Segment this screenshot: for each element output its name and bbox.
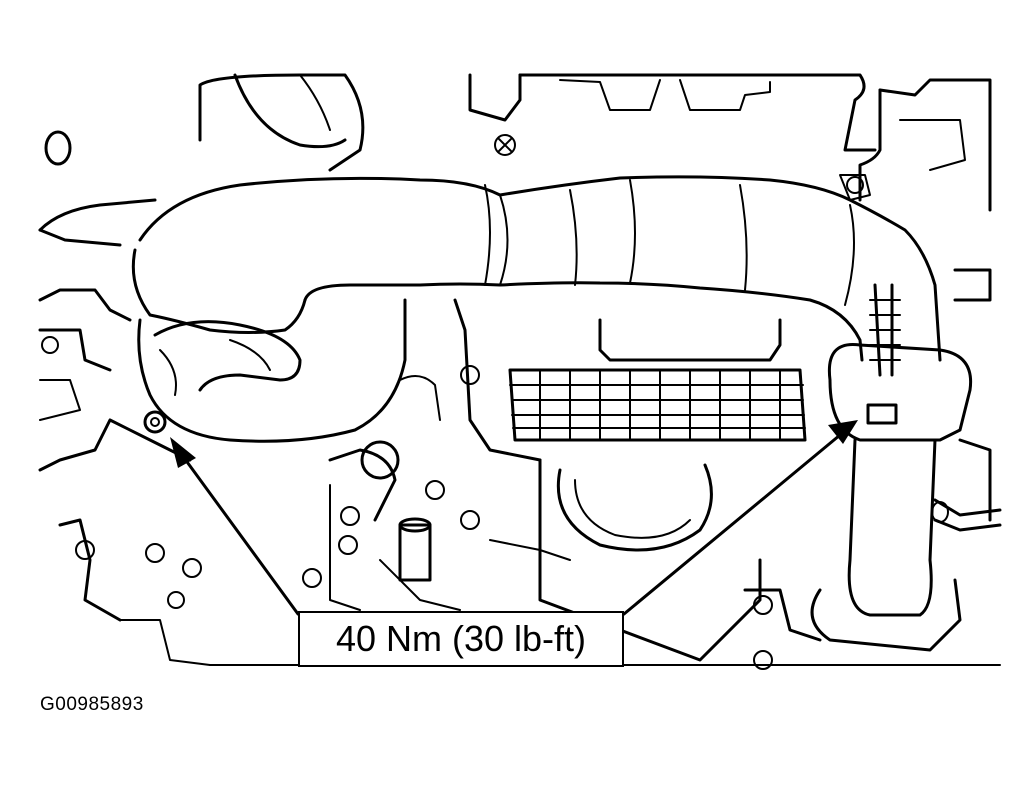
callout-arrows xyxy=(143,410,858,616)
figure-id: G00985893 xyxy=(40,694,144,715)
engine-block-outline xyxy=(44,73,992,212)
exhaust-pipe xyxy=(38,175,942,443)
arrow-head-left xyxy=(170,437,196,468)
center-cover xyxy=(453,298,807,662)
left-structure-outline xyxy=(38,198,211,666)
right-flange-assembly xyxy=(743,176,1002,670)
arrow-head-right xyxy=(828,420,858,444)
torque-specification-label: 40 Nm (30 lb-ft) xyxy=(298,611,624,667)
